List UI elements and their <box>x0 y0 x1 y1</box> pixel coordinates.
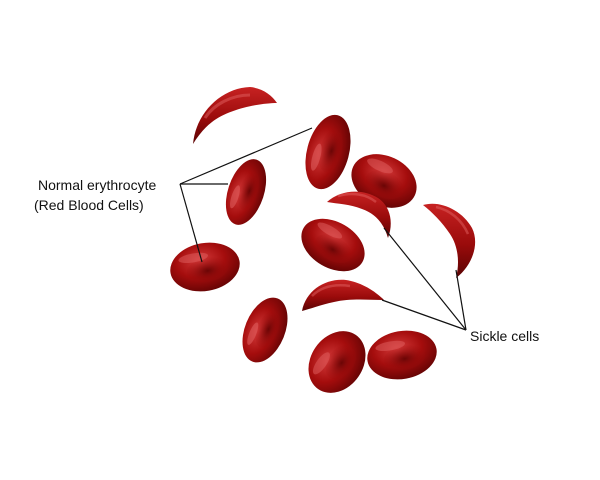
sickle-cells-label: Sickle cells <box>470 328 540 344</box>
normal-cell <box>367 330 437 380</box>
normal-cell <box>242 297 288 363</box>
normal-cell <box>301 218 365 272</box>
leader-line <box>381 299 467 331</box>
normal-cell <box>170 242 240 292</box>
sickle-cell <box>327 191 391 238</box>
sickle-cell <box>193 87 277 144</box>
leader-line <box>455 269 467 331</box>
sickle-cell <box>423 203 476 278</box>
sickle-cell <box>302 279 384 311</box>
leader-line <box>179 183 203 263</box>
normal-cell <box>308 331 366 393</box>
leader-line <box>383 227 467 331</box>
leader-line <box>179 127 313 185</box>
normal-leader-lines <box>179 127 313 263</box>
red-blood-cells-label: (Red Blood Cells) <box>34 197 144 213</box>
normal-cell <box>305 114 351 190</box>
sickle-leader-lines <box>381 227 467 331</box>
normal-cell <box>225 159 267 225</box>
normal-erythrocyte-label: Normal erythrocyte <box>38 177 157 193</box>
